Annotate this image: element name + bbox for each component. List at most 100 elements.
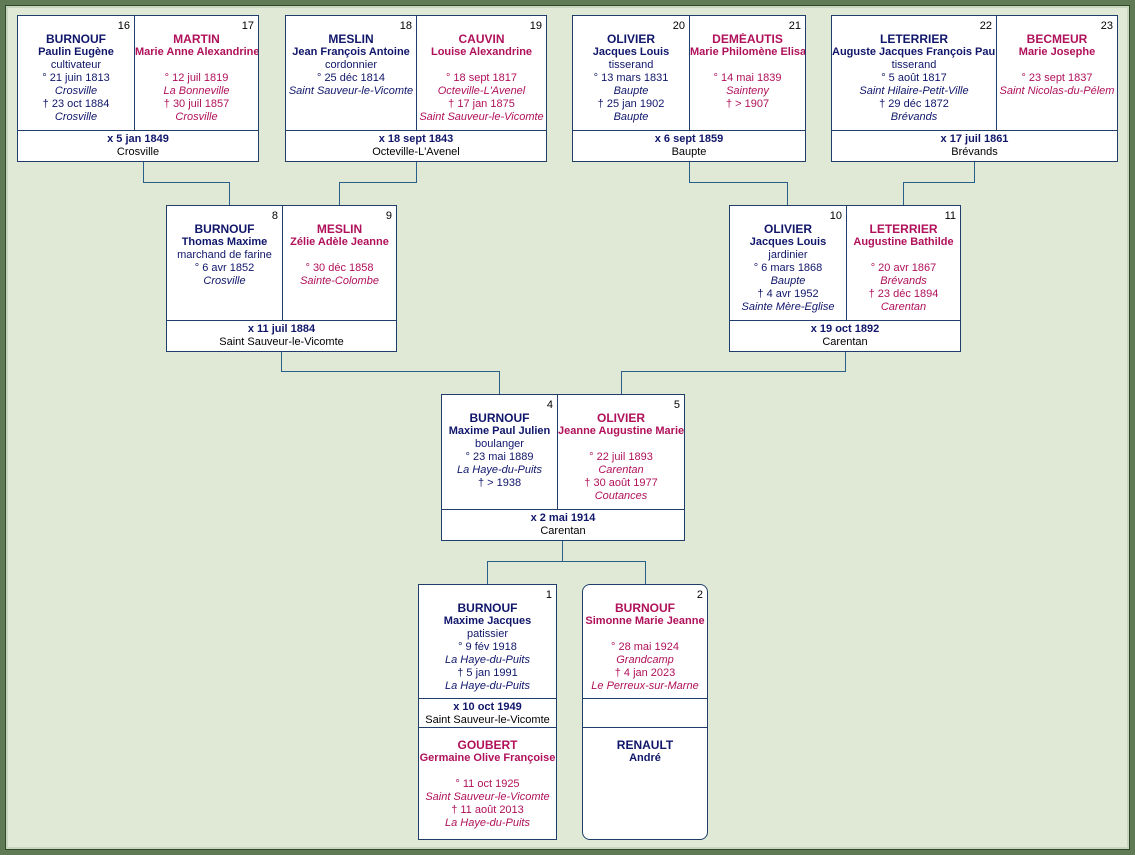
- sosa-number: 17: [241, 20, 254, 32]
- person-card-22[interactable]: 22 LETERRIER Auguste Jacques François Pa…: [832, 16, 996, 130]
- marriage-place: Brévands: [951, 146, 998, 158]
- divider: [134, 16, 135, 130]
- person-card-21[interactable]: 21 DEMÉAUTIS Marie Philomène Elisa ° 14 …: [690, 16, 805, 130]
- birth-date: ° 18 sept 1817: [445, 72, 518, 84]
- marriage-date: x 10 oct 1949: [453, 701, 522, 713]
- marriage-info: x 19 oct 1892 Carentan: [730, 323, 960, 349]
- marriage-date: x 11 juil 1884: [247, 323, 316, 335]
- birth-place: La Haye-du-Puits: [457, 464, 542, 476]
- death-date: † 4 jan 2023: [614, 667, 676, 679]
- occupation: [583, 628, 707, 641]
- person-card-20[interactable]: 20 OLIVIER Jacques Louis tisserand ° 13 …: [573, 16, 689, 130]
- given-names: Simonne Marie Jeanne: [585, 615, 705, 627]
- surname: RENAULT: [616, 739, 674, 752]
- birth-date: ° 6 mars 1868: [753, 262, 823, 274]
- birth-date: ° 9 fév 1918: [458, 641, 517, 653]
- death-place: Brévands: [890, 111, 938, 123]
- person-card-9[interactable]: 9 MESLIN Zélie Adèle Jeanne ° 30 déc 185…: [283, 206, 396, 320]
- connector: [903, 182, 975, 183]
- birth-date: ° 11 oct 1925: [455, 778, 520, 790]
- birth-place: Baupte: [613, 85, 649, 97]
- divider: [167, 320, 396, 321]
- sosa-number: 10: [829, 210, 842, 222]
- given-names: Louise Alexandrine: [430, 46, 533, 58]
- surname: DEMÉAUTIS: [712, 33, 783, 46]
- marriage-place: Saint Sauveur-le-Vicomte: [425, 714, 550, 726]
- birth-date: ° 13 mars 1831: [593, 72, 669, 84]
- occupation: [997, 59, 1117, 72]
- couple-box-8-9: 8 BURNOUF Thomas Maxime marchand de fari…: [166, 205, 397, 352]
- surname: CAUVIN: [458, 33, 505, 46]
- death-date: † 23 oct 1884: [42, 98, 110, 110]
- given-names: Marie Philomène Elisa: [690, 46, 805, 58]
- connector: [281, 371, 500, 372]
- divider: [419, 727, 556, 728]
- divider: [282, 206, 283, 320]
- person-card-2[interactable]: 2 BURNOUF Simonne Marie Jeanne ° 28 mai …: [583, 585, 707, 698]
- death-date: † 5 jan 1991: [457, 667, 518, 679]
- birth-date: ° 30 déc 1858: [305, 262, 374, 274]
- death-place: Carentan: [880, 301, 927, 313]
- person-card-23[interactable]: 23 BECMEUR Marie Josephe ° 23 sept 1837 …: [997, 16, 1117, 130]
- marriage-place: Saint Sauveur-le-Vicomte: [219, 336, 344, 348]
- person-card-1[interactable]: 1 BURNOUF Maxime Jacques patissier ° 9 f…: [419, 585, 556, 698]
- surname: GOUBERT: [457, 739, 518, 752]
- marriage-place: Baupte: [671, 146, 707, 158]
- connector: [845, 351, 846, 372]
- given-names: Auguste Jacques François Paul: [832, 46, 996, 58]
- occupation: boulanger: [475, 438, 524, 450]
- person-card-19[interactable]: 19 CAUVIN Louise Alexandrine ° 18 sept 1…: [417, 16, 546, 130]
- birth-place: Sainteny: [726, 85, 769, 97]
- person-card-5[interactable]: 5 OLIVIER Jeanne Augustine Marie ° 22 ju…: [558, 395, 684, 509]
- marriage-info: x 18 sept 1843 Octeville-L'Avenel: [286, 133, 546, 159]
- person-card-11[interactable]: 11 LETERRIER Augustine Bathilde ° 20 avr…: [847, 206, 960, 320]
- couple-box-10-11: 10 OLIVIER Jacques Louis jardinier ° 6 m…: [729, 205, 961, 352]
- birth-place: Octeville-L'Avenel: [437, 85, 526, 97]
- death-place: Saint Sauveur-le-Vicomte: [419, 111, 544, 123]
- marriage-info: x 10 oct 1949 Saint Sauveur-le-Vicomte: [419, 701, 556, 727]
- surname: OLIVIER: [763, 223, 812, 236]
- couple-box-22-23: 22 LETERRIER Auguste Jacques François Pa…: [831, 15, 1118, 162]
- birth-date: ° 6 avr 1852: [194, 262, 255, 274]
- divider: [557, 395, 558, 509]
- marriage-place: Carentan: [822, 336, 868, 348]
- connector: [621, 371, 846, 372]
- person-card-8[interactable]: 8 BURNOUF Thomas Maxime marchand de fari…: [167, 206, 282, 320]
- divider: [996, 16, 997, 130]
- person-card-16[interactable]: 16 BURNOUF Paulin Eugène cultivateur ° 2…: [18, 16, 134, 130]
- occupation: [283, 249, 396, 262]
- death-date: † 29 déc 1872: [879, 98, 949, 110]
- sosa-number: 22: [979, 20, 992, 32]
- divider: [286, 130, 546, 131]
- death-place: Baupte: [613, 111, 649, 123]
- person-box-2: 2 BURNOUF Simonne Marie Jeanne ° 28 mai …: [582, 584, 708, 840]
- birth-date: ° 22 juil 1893: [589, 451, 653, 463]
- marriage-info: x 2 mai 1914 Carentan: [442, 512, 684, 538]
- death-date: † 4 avr 1952: [757, 288, 819, 300]
- connector: [339, 182, 340, 206]
- person-card-10[interactable]: 10 OLIVIER Jacques Louis jardinier ° 6 m…: [730, 206, 846, 320]
- birth-place: Baupte: [770, 275, 806, 287]
- person-card-17[interactable]: 17 MARTIN Marie Anne Alexandrine ° 12 ju…: [135, 16, 258, 130]
- birth-place: Saint Sauveur-le-Vicomte: [288, 85, 414, 97]
- connector: [787, 182, 788, 206]
- marriage-date: x 19 oct 1892: [810, 323, 880, 335]
- birth-date: ° 28 mai 1924: [611, 641, 679, 653]
- connector: [689, 161, 690, 183]
- divider: [18, 130, 258, 131]
- marriage-date: x 18 sept 1843: [378, 133, 454, 145]
- spouse-card-goubert[interactable]: GOUBERT Germaine Olive Françoise ° 11 oc…: [419, 728, 556, 839]
- divider: [416, 16, 417, 130]
- spouse-card-renault[interactable]: RENAULT André: [583, 728, 707, 839]
- person-card-18[interactable]: 18 MESLIN Jean François Antoine cordonni…: [286, 16, 416, 130]
- death-place: Crosville: [54, 111, 98, 123]
- surname: BURNOUF: [615, 602, 675, 615]
- given-names: Thomas Maxime: [181, 236, 268, 248]
- connector: [487, 561, 488, 585]
- marriage-info: x 17 juil 1861 Brévands: [832, 133, 1117, 159]
- connector: [562, 540, 563, 562]
- given-names: Maxime Paul Julien: [448, 425, 551, 437]
- birth-place: Crosville: [203, 275, 246, 287]
- given-names: Jean François Antoine: [292, 46, 410, 58]
- person-card-4[interactable]: 4 BURNOUF Maxime Paul Julien boulanger °…: [442, 395, 557, 509]
